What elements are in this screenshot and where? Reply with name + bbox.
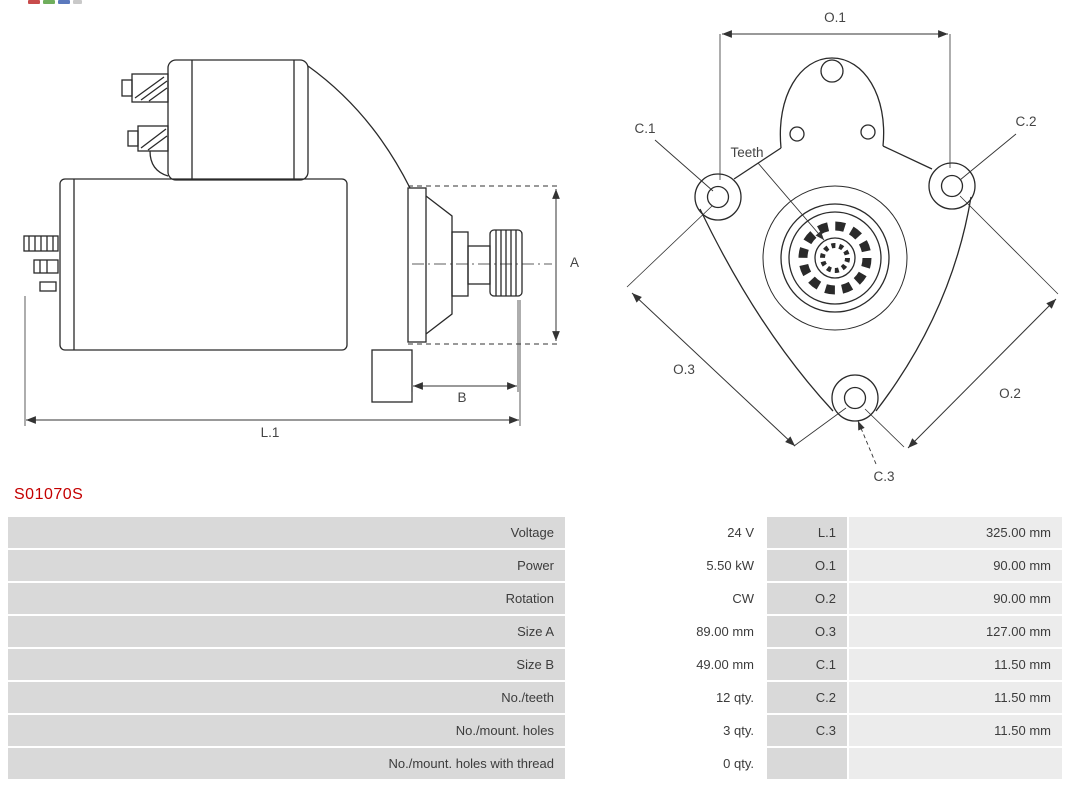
spec-dim-value: 11.50 mm bbox=[849, 682, 1062, 713]
boss-outer bbox=[780, 203, 890, 313]
flange-front-view bbox=[694, 57, 976, 422]
spec-dim-label: C.2 bbox=[767, 682, 847, 713]
spec-dim-label: C.3 bbox=[767, 715, 847, 746]
spec-value: 89.00 mm bbox=[567, 616, 765, 647]
spec-dim-value: 90.00 mm bbox=[849, 550, 1062, 581]
mounting-hole-c2 bbox=[940, 174, 964, 198]
spec-value: 5.50 kW bbox=[567, 550, 765, 581]
dim-label-b: B bbox=[457, 390, 466, 405]
spec-value: 24 V bbox=[567, 517, 765, 548]
spec-label: Power bbox=[8, 550, 565, 581]
part-number: S01070S bbox=[14, 486, 84, 503]
arch-base-hole-right bbox=[860, 124, 876, 140]
rear-terminal-studs bbox=[23, 235, 59, 292]
boss-inner bbox=[788, 211, 882, 305]
mounting-lobe-c3 bbox=[831, 374, 879, 422]
spec-value: 0 qty. bbox=[567, 748, 765, 779]
spec-dim-value: 11.50 mm bbox=[849, 649, 1062, 680]
logo-fragment-red bbox=[28, 0, 40, 4]
drive-end-flange bbox=[407, 187, 427, 343]
spline-teeth-ring bbox=[798, 221, 872, 295]
side-view-dimensions bbox=[24, 185, 560, 426]
logo-fragment-blue bbox=[58, 0, 70, 4]
technical-drawing: A B L.1 bbox=[23, 10, 1059, 484]
spec-dim-value: 325.00 mm bbox=[849, 517, 1062, 548]
starter-side-view bbox=[23, 59, 552, 403]
spec-dim-label: O.1 bbox=[767, 550, 847, 581]
spec-label: No./mount. holes with thread bbox=[8, 748, 565, 779]
spec-dim-label: O.3 bbox=[767, 616, 847, 647]
arch-hole bbox=[820, 59, 844, 83]
motor-body bbox=[59, 178, 348, 351]
logo-fragment-green bbox=[43, 0, 55, 4]
shaft-bore bbox=[814, 237, 856, 279]
dim-label-o1: O.1 bbox=[824, 10, 846, 25]
dim-label-c1: C.1 bbox=[634, 121, 655, 136]
mounting-lobe-c2 bbox=[928, 162, 976, 210]
mounting-hole-c1 bbox=[706, 185, 730, 209]
partial-logo bbox=[28, 0, 82, 6]
dim-label-l1: L.1 bbox=[261, 425, 280, 440]
spec-dim-label: O.2 bbox=[767, 583, 847, 614]
pinion-gear bbox=[489, 229, 523, 297]
spec-label: Size A bbox=[8, 616, 565, 647]
shaft-spline-hole bbox=[820, 243, 850, 273]
spec-dim-value: 90.00 mm bbox=[849, 583, 1062, 614]
logo-fragment-gray bbox=[73, 0, 82, 4]
dim-label-a: A bbox=[570, 255, 579, 270]
mounting-lobe-c1 bbox=[694, 173, 742, 221]
spec-dim-value: 11.50 mm bbox=[849, 715, 1062, 746]
dim-label-c2: C.2 bbox=[1015, 114, 1036, 129]
dim-label-c3: C.3 bbox=[873, 469, 894, 484]
front-view-dimensions bbox=[626, 30, 1059, 465]
inner-contour bbox=[762, 185, 908, 331]
spec-label: Voltage bbox=[8, 517, 565, 548]
spec-value: CW bbox=[567, 583, 765, 614]
spec-value: 3 qty. bbox=[567, 715, 765, 746]
nose-cone bbox=[425, 195, 491, 335]
spec-dim-value bbox=[849, 748, 1062, 779]
spec-label: No./teeth bbox=[8, 682, 565, 713]
spec-label: Size B bbox=[8, 649, 565, 680]
spec-value: 12 qty. bbox=[567, 682, 765, 713]
arch-base-hole-left bbox=[789, 126, 805, 142]
spec-dim-label: L.1 bbox=[767, 517, 847, 548]
dim-label-o2: O.2 bbox=[999, 386, 1021, 401]
solenoid-terminals bbox=[121, 73, 169, 177]
top-arch bbox=[779, 57, 885, 149]
dim-label-teeth: Teeth bbox=[730, 145, 763, 160]
dim-label-o3: O.3 bbox=[673, 362, 695, 377]
spec-dim-value: 127.00 mm bbox=[849, 616, 1062, 647]
spec-value: 49.00 mm bbox=[567, 649, 765, 680]
spec-table: Voltage 24 V L.1 325.00 mm Power 5.50 kW… bbox=[8, 517, 1062, 779]
spec-label: No./mount. holes bbox=[8, 715, 565, 746]
spec-dim-label bbox=[767, 748, 847, 779]
spec-dim-label: C.1 bbox=[767, 649, 847, 680]
mounting-foot bbox=[371, 349, 413, 403]
solenoid bbox=[167, 59, 411, 189]
mounting-hole-c3 bbox=[843, 386, 867, 410]
spec-label: Rotation bbox=[8, 583, 565, 614]
